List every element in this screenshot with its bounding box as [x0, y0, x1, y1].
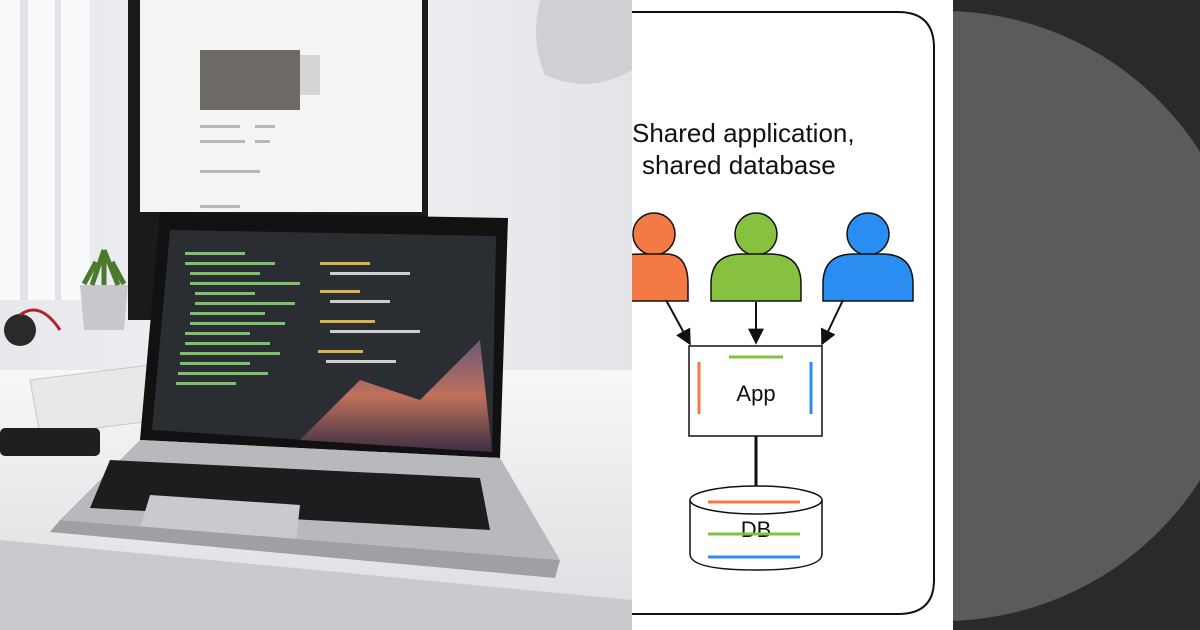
- arrow-orange-to-app: [665, 299, 691, 346]
- laptop-desk-photo: [0, 0, 632, 630]
- db-label: DB: [741, 517, 772, 542]
- workspace-photo: [0, 0, 632, 630]
- app-label: App: [736, 381, 775, 406]
- app-box: App: [688, 345, 823, 437]
- diagram-title-line2: shared database: [642, 150, 836, 180]
- container-border: [632, 11, 935, 615]
- user-icon-blue: [822, 212, 914, 302]
- diagram-title-line1: Shared application,: [632, 118, 855, 148]
- diagram-panel: Shared application, shared database App: [632, 0, 953, 630]
- user-icon-orange: [632, 212, 689, 302]
- decorative-circle-panel: [953, 0, 1200, 630]
- user-icon-green: [710, 212, 802, 302]
- decorative-circle: [953, 0, 1200, 630]
- database-cylinder: DB: [689, 485, 823, 571]
- arrow-blue-to-app: [820, 299, 844, 346]
- shared-app-shared-db-diagram: Shared application, shared database App: [632, 11, 935, 615]
